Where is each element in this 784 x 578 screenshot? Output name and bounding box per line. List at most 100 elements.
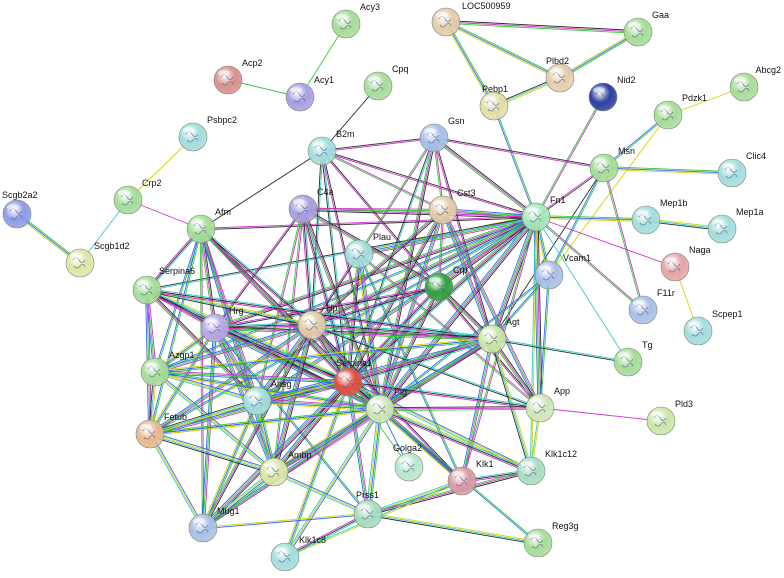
node-sphere[interactable]	[588, 82, 618, 112]
node-sphere[interactable]	[242, 386, 272, 416]
node-sphere[interactable]	[653, 100, 683, 130]
node-Klk1c8[interactable]: Klk1c8	[270, 535, 326, 572]
node-sphere[interactable]	[178, 122, 208, 152]
node-Pebp1[interactable]: Pebp1	[479, 84, 509, 121]
node-sphere[interactable]	[186, 214, 216, 244]
node-F11r[interactable]: F11r	[628, 288, 675, 325]
node-B2m[interactable]: B2m	[307, 129, 355, 166]
node-Pld3[interactable]: Pld3	[646, 399, 693, 436]
node-sphere[interactable]	[525, 393, 555, 423]
node-sphere[interactable]	[516, 456, 546, 486]
node-Hrg[interactable]: Hrg	[200, 306, 244, 343]
node-sphere[interactable]	[646, 406, 676, 436]
node-Prss1[interactable]: Prss1	[353, 490, 383, 529]
node-Klk1c12[interactable]: Klk1c12	[516, 449, 577, 486]
node-Clic4[interactable]: Clic4	[717, 151, 766, 188]
node-Agt[interactable]: Agt	[477, 317, 520, 354]
node-sphere[interactable]	[613, 347, 643, 377]
node-Vcam1[interactable]: Vcam1	[534, 253, 591, 290]
node-sphere[interactable]	[288, 194, 318, 224]
node-Serpina6[interactable]: Serpina6	[132, 266, 195, 305]
node-sphere[interactable]	[477, 324, 507, 354]
node-sphere[interactable]	[297, 310, 327, 340]
node-Gaa[interactable]: Gaa	[623, 10, 669, 47]
node-sphere[interactable]	[631, 205, 661, 235]
node-Crp[interactable]: Crp	[424, 265, 468, 302]
node-Mug1[interactable]: Mug1	[188, 506, 240, 543]
node-Mep1a[interactable]: Mep1a	[707, 207, 764, 244]
node-Scgb1d2[interactable]: Scgb1d2	[65, 241, 130, 278]
node-sphere[interactable]	[270, 542, 300, 572]
node-Serpina1[interactable]: Serpina1	[333, 358, 372, 397]
node-Acy1[interactable]: Acy1	[285, 75, 334, 112]
node-sphere[interactable]	[428, 195, 458, 225]
node-sphere[interactable]	[135, 419, 165, 449]
node-sphere[interactable]	[331, 9, 361, 39]
node-Fn1[interactable]: Fn1	[521, 195, 566, 232]
node-sphere[interactable]	[2, 199, 32, 229]
node-Gsn[interactable]: Gsn	[419, 116, 465, 153]
node-sphere[interactable]	[717, 158, 747, 188]
node-sphere[interactable]	[521, 202, 551, 232]
node-Psbpc2[interactable]: Psbpc2	[178, 115, 237, 152]
node-Cst3[interactable]: Cst3	[428, 188, 476, 225]
node-sphere[interactable]	[132, 275, 162, 305]
node-sphere[interactable]	[344, 239, 374, 269]
node-sphere[interactable]	[431, 7, 461, 37]
node-Abcg2[interactable]: Abcg2	[729, 65, 781, 102]
node-C4a[interactable]: C4a	[288, 187, 334, 224]
node-sphere[interactable]	[353, 499, 383, 529]
node-sphere[interactable]	[589, 153, 619, 183]
node-Golga2[interactable]: Golga2	[393, 443, 424, 482]
node-Ahsg[interactable]: Ahsg	[242, 379, 292, 416]
node-sphere[interactable]	[365, 394, 395, 424]
node-sphere[interactable]	[479, 91, 509, 121]
node-Azgp1[interactable]: Azgp1	[140, 350, 195, 387]
node-Plg[interactable]: Plg	[365, 387, 407, 424]
node-sphere[interactable]	[307, 136, 337, 166]
node-Msn[interactable]: Msn	[589, 146, 635, 183]
node-Pdzk1[interactable]: Pdzk1	[653, 93, 707, 130]
node-Tg[interactable]: Tg	[613, 340, 653, 377]
node-Naga[interactable]: Naga	[660, 245, 711, 282]
node-sphere[interactable]	[729, 72, 759, 102]
node-sphere[interactable]	[628, 295, 658, 325]
node-Acp2[interactable]: Acp2	[213, 58, 263, 95]
node-Reg3g[interactable]: Reg3g	[523, 521, 579, 558]
node-sphere[interactable]	[394, 452, 424, 482]
node-sphere[interactable]	[419, 123, 449, 153]
node-Fetub[interactable]: Fetub	[135, 412, 187, 449]
node-Scpep1[interactable]: Scpep1	[683, 309, 743, 346]
node-sphere[interactable]	[523, 528, 553, 558]
node-Crp2[interactable]: Crp2	[113, 178, 162, 215]
node-Plbd2[interactable]: Plbd2	[545, 56, 575, 93]
node-Hp[interactable]: Hp	[297, 303, 338, 340]
node-sphere[interactable]	[113, 185, 143, 215]
node-sphere[interactable]	[188, 513, 218, 543]
node-Klk1[interactable]: Klk1	[447, 459, 494, 496]
node-Mep1b[interactable]: Mep1b	[631, 198, 688, 235]
node-sphere[interactable]	[623, 17, 653, 47]
node-App[interactable]: App	[525, 386, 570, 423]
node-Afm[interactable]: Afm	[186, 207, 231, 244]
node-Plau[interactable]: Plau	[344, 232, 391, 269]
node-sphere[interactable]	[213, 65, 243, 95]
node-sphere[interactable]	[363, 71, 393, 101]
node-sphere[interactable]	[140, 357, 170, 387]
node-sphere[interactable]	[333, 367, 363, 397]
node-LOC500959[interactable]: LOC500959	[431, 1, 511, 37]
node-Scgb2a2[interactable]: Scgb2a2	[2, 190, 38, 229]
node-sphere[interactable]	[534, 260, 564, 290]
node-sphere[interactable]	[259, 457, 289, 487]
node-sphere[interactable]	[447, 466, 477, 496]
node-sphere[interactable]	[683, 316, 713, 346]
node-sphere[interactable]	[707, 214, 737, 244]
node-sphere[interactable]	[200, 313, 230, 343]
node-sphere[interactable]	[285, 82, 315, 112]
node-sphere[interactable]	[424, 272, 454, 302]
node-Ambp[interactable]: Ambp	[259, 450, 312, 487]
node-Nid2[interactable]: Nid2	[588, 75, 636, 112]
node-sphere[interactable]	[65, 248, 95, 278]
node-Acy3[interactable]: Acy3	[331, 2, 380, 39]
node-sphere[interactable]	[660, 252, 690, 282]
